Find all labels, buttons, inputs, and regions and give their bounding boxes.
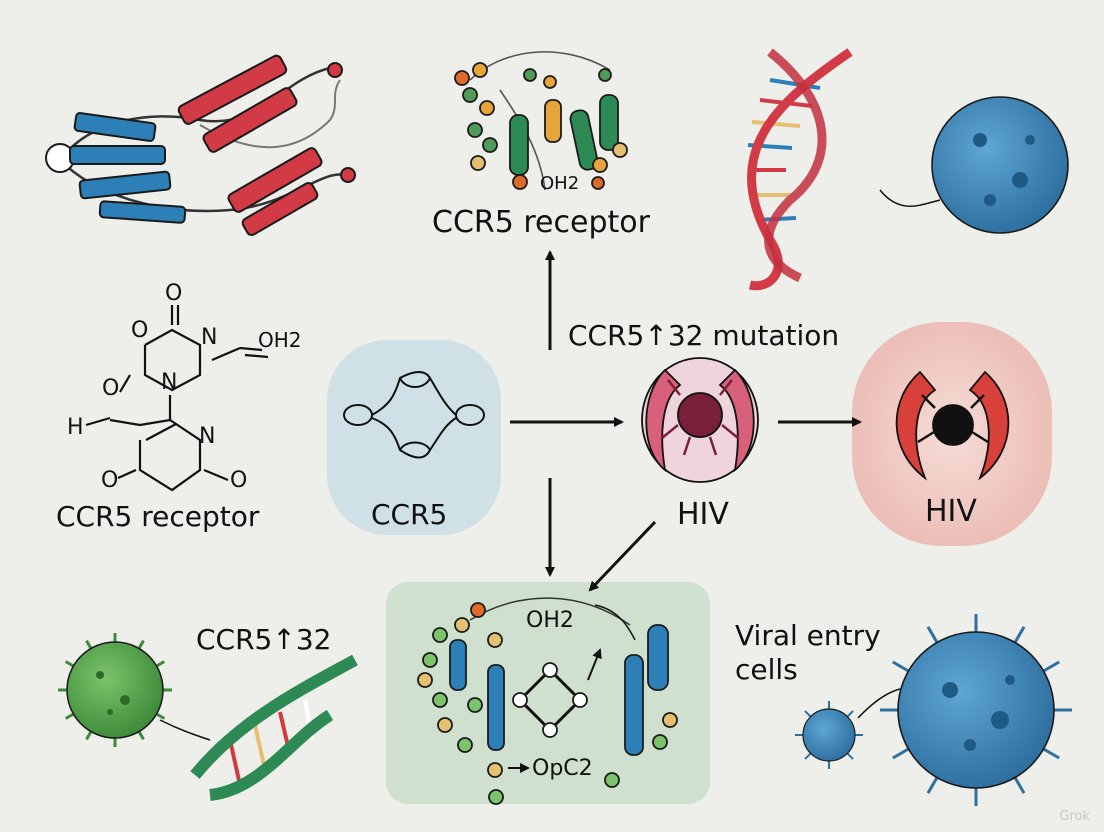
label-ccr5-center: CCR5 (371, 498, 448, 531)
label-ccr5-receptor-left: CCR5 receptor (56, 500, 260, 533)
chem-o-top: O (165, 281, 183, 306)
chem-o-bottom-right: O (230, 468, 248, 493)
chem-n-low: N (199, 424, 216, 449)
chem-o-bottom-left: O (101, 468, 119, 493)
chem-o-ring: O (131, 318, 149, 343)
label-hiv-right: HIV (925, 494, 977, 529)
label-viral-entry-line1: Viral entry (735, 619, 881, 652)
molecule-structure (85, 305, 269, 492)
ccr5-glyph (343, 371, 485, 459)
label-ccr5-receptor-top: CCR5 receptor (432, 205, 650, 240)
chem-green-opc2: OpC2 (532, 756, 593, 781)
label-ccr5-delta32: CCR5↑32 (196, 623, 332, 656)
beta-sheet-protein (45, 54, 356, 236)
chem-oh2-mol: OH2 (258, 328, 302, 352)
virus-blue-top-right (879, 96, 1069, 234)
ccr5-bubble (327, 340, 501, 535)
arrow-hiv-to-panel (588, 520, 657, 592)
label-viral-entry-line2: cells (735, 653, 798, 686)
small-arrows-panel (508, 648, 602, 773)
receptor-helices-top (454, 51, 628, 191)
label-ccr5-mutation: CCR5↑32 mutation (568, 319, 840, 352)
arrows (510, 250, 862, 592)
label-hiv-middle: HIV (677, 497, 729, 532)
virus-blue-large (880, 614, 1072, 806)
chem-n-ring: N (201, 325, 218, 350)
dna-helix-top (747, 48, 853, 291)
chem-o-left: O (102, 376, 120, 401)
hiv-virus-middle (641, 357, 759, 483)
watermark: Grok (1059, 809, 1090, 824)
dna-helix-bottom (190, 654, 358, 801)
chem-top-oh2: OH2 (540, 173, 580, 194)
virus-green-bottom-left (58, 633, 211, 747)
hiv-virus-right (895, 370, 1010, 481)
chem-h: H (67, 415, 84, 440)
virus-blue-small (795, 687, 906, 769)
chem-n-mid: N (161, 370, 178, 395)
green-panel-receptor (417, 597, 678, 805)
chem-green-oh2: OH2 (526, 608, 574, 633)
